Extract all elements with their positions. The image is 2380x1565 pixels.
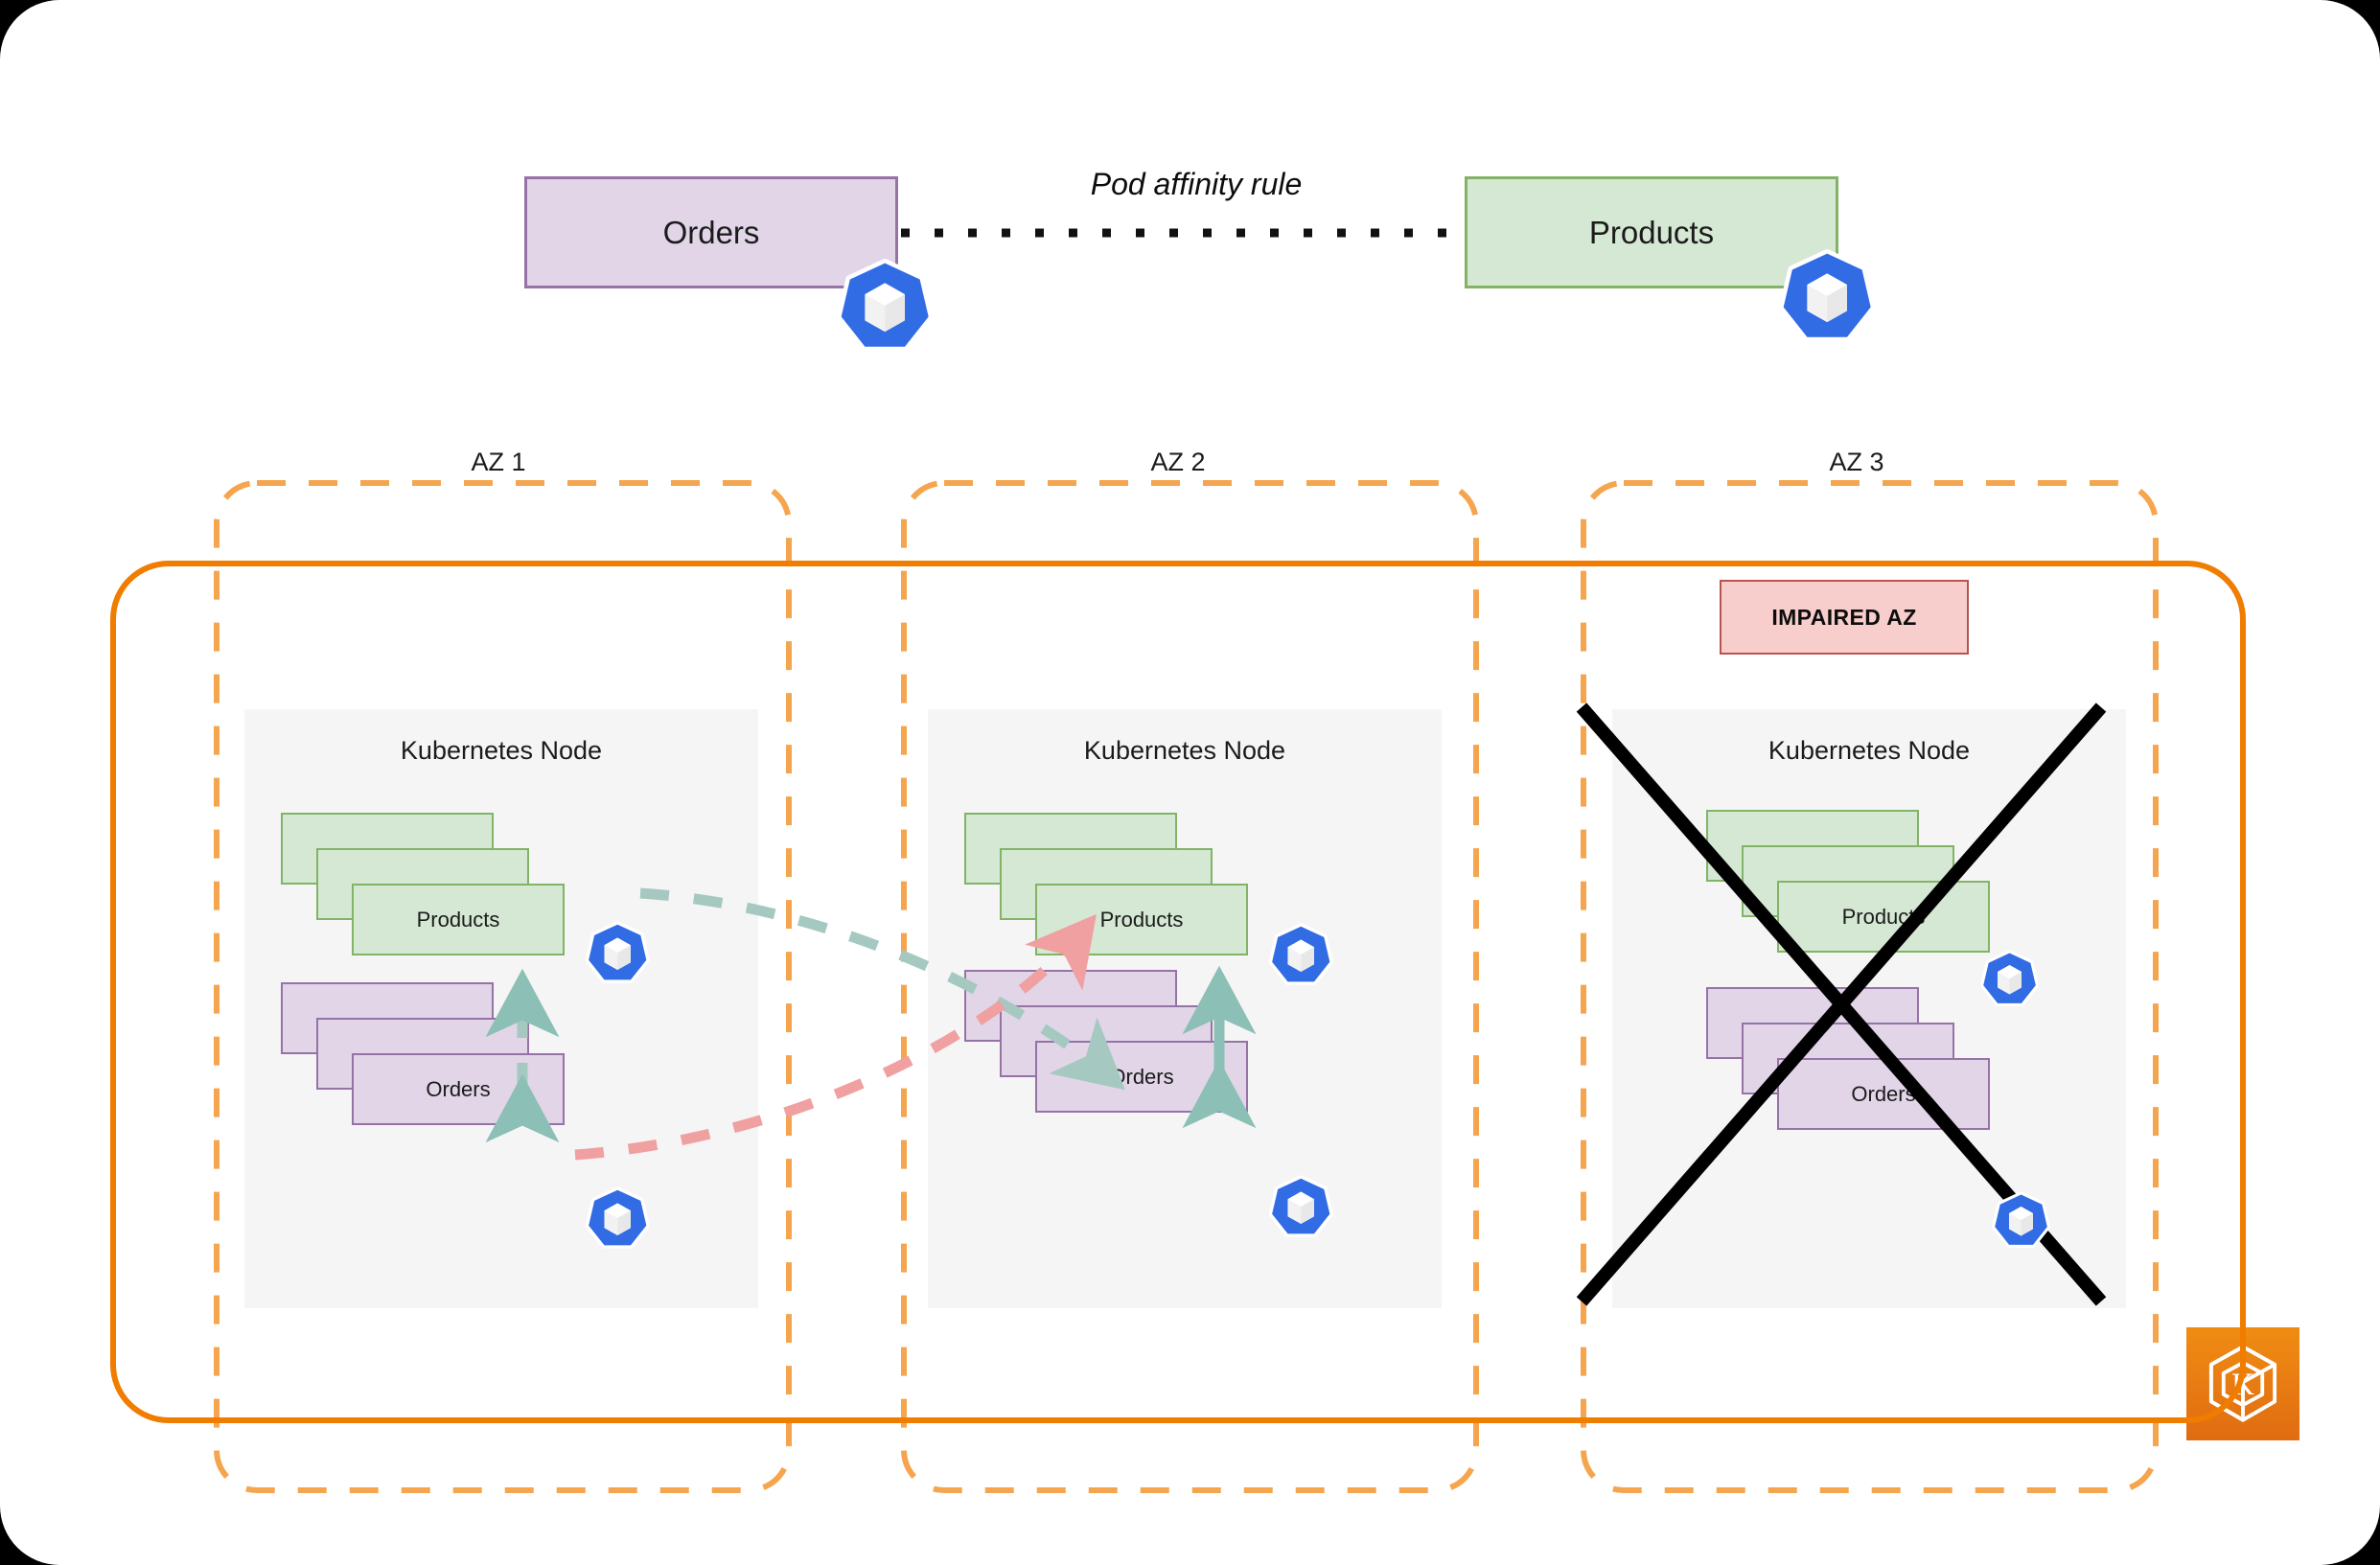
pod-label: Products [1841,904,1926,929]
pod-replica: Products [1777,881,1990,953]
status-badge-impaired-az: IMPAIRED AZ [1720,580,1969,655]
pod-replica: Orders [1777,1058,1990,1130]
kubernetes-cluster-icon: K [2186,1327,2299,1440]
service-box-products-label: Products [1588,214,1715,250]
svg-text:K: K [2231,1367,2254,1402]
pod-label: Products [416,907,500,932]
kubernetes-node-az2-title: Kubernetes Node [1083,736,1286,765]
pod-affinity-rule-label: Pod affinity rule [1090,167,1303,201]
service-box-orders-label: Orders [662,214,760,250]
pod-replica: Products [1035,884,1248,955]
impaired-az-text: IMPAIRED AZ [1771,604,1917,630]
kubernetes-node-az2[interactable]: Kubernetes Node Products Orders [928,709,1442,1308]
kubernetes-node-az1[interactable]: Kubernetes Node Products Orders [244,709,758,1308]
az-label-3: AZ 3 [1829,448,1884,476]
kubernetes-node-az3-title: Kubernetes Node [1768,736,1971,765]
pod-label: Orders [1851,1081,1916,1106]
pod-replica: Orders [1035,1041,1248,1113]
az-label-1: AZ 1 [471,448,526,476]
pod-label: Products [1099,907,1184,932]
pod-replica: Orders [352,1053,565,1125]
pod-label: Orders [1109,1064,1174,1089]
kubernetes-node-az3[interactable]: Kubernetes Node Products Orders [1612,709,2126,1308]
kubernetes-node-az1-title: Kubernetes Node [400,736,603,765]
service-box-orders[interactable]: Orders [524,176,898,288]
pod-label: Orders [426,1076,491,1101]
service-box-products[interactable]: Products [1465,176,1838,288]
az-label-2: AZ 2 [1150,448,1206,476]
pod-replica: Products [352,884,565,955]
